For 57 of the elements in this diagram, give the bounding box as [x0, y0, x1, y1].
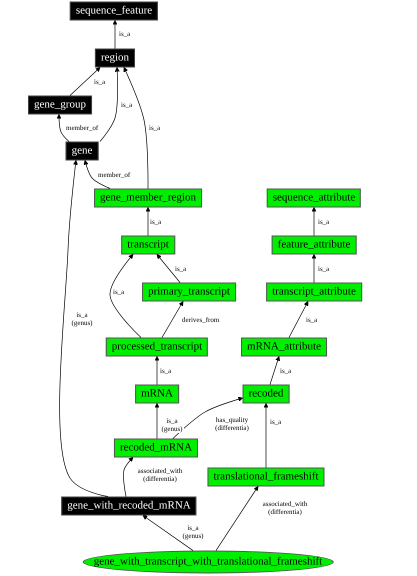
term-box	[142, 282, 236, 302]
term-box	[70, 2, 158, 20]
arrow	[146, 207, 150, 236]
arrow	[312, 207, 316, 236]
arrow	[59, 160, 108, 497]
term-label: translational_frameshift	[213, 470, 319, 482]
term-label: mRNA_attribute	[247, 340, 321, 352]
arrow	[270, 356, 280, 385]
term-label: region	[100, 52, 130, 64]
arrow	[84, 160, 110, 189]
term-box	[207, 468, 325, 486]
arrow	[156, 254, 180, 283]
term-label: transcript	[127, 238, 169, 250]
term-label: gene_member_region	[100, 192, 196, 204]
arrow	[56, 114, 70, 142]
arrow	[124, 67, 148, 189]
term-label: feature_attribute	[278, 238, 350, 250]
term-box	[266, 188, 362, 208]
arrow	[123, 457, 134, 497]
arrow	[110, 254, 142, 338]
term-label: gene_with_transcript_with_translational_frameshift	[94, 556, 322, 568]
term-label: gene	[72, 144, 92, 156]
term-box	[241, 338, 327, 356]
term-box	[66, 142, 98, 160]
arrow	[312, 254, 316, 283]
arrow	[112, 20, 118, 49]
term-label: gene_group	[34, 98, 86, 110]
term-box	[61, 496, 197, 516]
term-box	[28, 96, 92, 114]
arrow	[142, 515, 194, 551]
arrow	[154, 356, 160, 385]
term-box	[94, 188, 202, 208]
term-box	[135, 384, 179, 404]
term-box	[106, 338, 208, 356]
term-box	[272, 236, 356, 254]
arrow	[70, 67, 100, 96]
arrow	[154, 403, 160, 439]
term-box	[121, 236, 175, 254]
arrow	[162, 301, 184, 338]
term-label: transcript_attribute	[272, 286, 356, 298]
term-label: sequence_feature	[76, 4, 152, 16]
term-label: sequence_attribute	[272, 192, 356, 204]
arrow	[100, 67, 120, 142]
term-box	[114, 438, 198, 458]
term-label: processed_transcript	[112, 340, 202, 352]
term-box	[266, 282, 362, 302]
term-label: primary_transcript	[148, 286, 230, 298]
arrow	[216, 486, 258, 551]
arrow	[264, 403, 268, 468]
term-box	[242, 384, 290, 404]
term-box	[94, 48, 136, 68]
term-label: recoded_mRNA	[120, 442, 192, 454]
arrow	[172, 396, 243, 439]
term-label: gene_with_recoded_mRNA	[67, 500, 191, 512]
term-label: recoded	[248, 388, 284, 400]
arrow	[288, 301, 308, 338]
term-label: mRNA	[141, 388, 173, 400]
